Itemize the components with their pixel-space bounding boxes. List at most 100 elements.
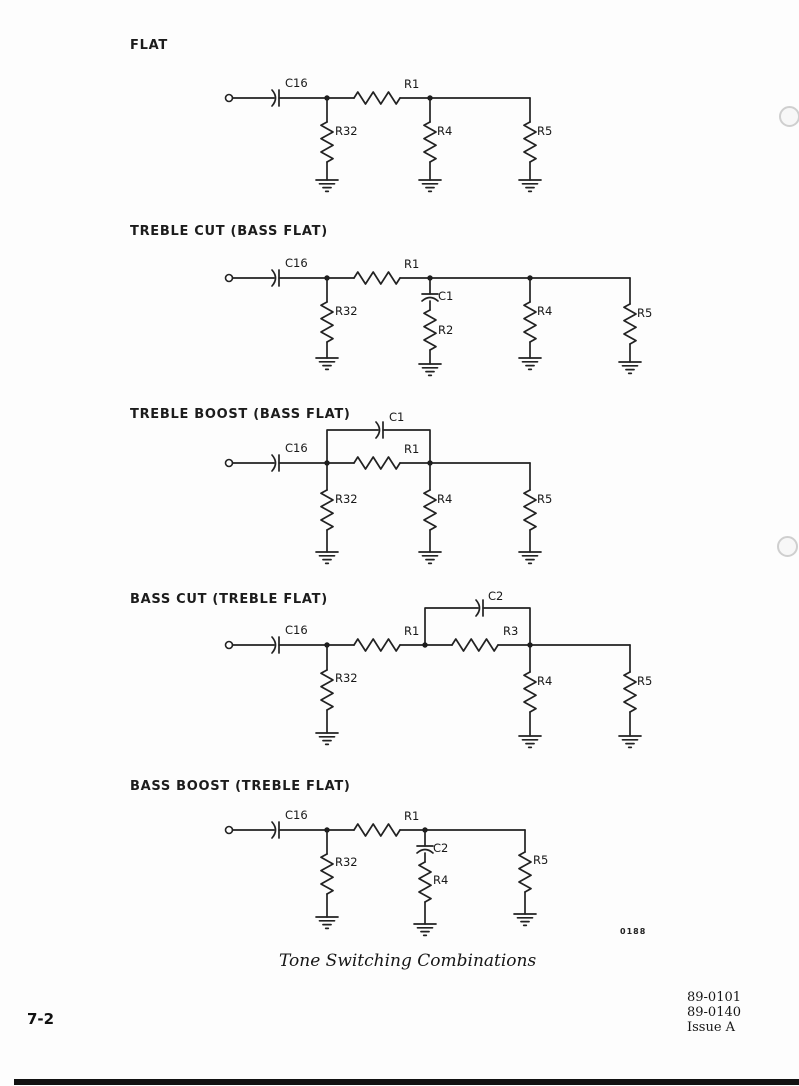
section-title-flat: FLAT bbox=[130, 38, 168, 53]
ground-icon bbox=[518, 551, 542, 565]
wire bbox=[326, 429, 379, 464]
resistor-r1-icon bbox=[353, 91, 401, 105]
wire bbox=[424, 607, 479, 646]
label-c2: C2 bbox=[433, 841, 448, 855]
label-r1: R1 bbox=[404, 257, 419, 271]
input-terminal bbox=[224, 640, 234, 650]
label-r32: R32 bbox=[335, 124, 358, 138]
resistor-r32-icon bbox=[320, 853, 334, 895]
ground-icon bbox=[518, 735, 542, 749]
doc-number-2: 89-0140 bbox=[687, 1005, 742, 1020]
resistor-r5-icon bbox=[523, 121, 537, 163]
resistor-r5-icon bbox=[518, 851, 532, 893]
resistor-r4-icon bbox=[523, 671, 537, 713]
section-title-bass-cut: BASS CUT (TREBLE FLAT) bbox=[130, 592, 328, 607]
resistor-r32-icon bbox=[320, 301, 334, 343]
resistor-r4-icon bbox=[523, 301, 537, 343]
ground-icon bbox=[315, 551, 339, 565]
label-r3: R3 bbox=[503, 624, 518, 638]
section-title-treble-boost: TREBLE BOOST (BASS FLAT) bbox=[130, 407, 351, 422]
ground-icon bbox=[518, 179, 542, 193]
label-r5: R5 bbox=[537, 492, 552, 506]
ground-icon bbox=[315, 916, 339, 930]
label-r32: R32 bbox=[335, 855, 358, 869]
doc-number-block: 89-0101 89-0140 Issue A bbox=[687, 990, 741, 1035]
capacitor-c1-icon bbox=[421, 293, 439, 302]
figure-code: 0188 bbox=[620, 927, 647, 936]
label-c16: C16 bbox=[285, 623, 308, 637]
label-r4: R4 bbox=[433, 873, 448, 887]
doc-number-1: 89-0101 bbox=[687, 990, 742, 1005]
scan-edge-artifact bbox=[14, 1079, 799, 1085]
resistor-r32-icon bbox=[320, 121, 334, 163]
figure-caption: Tone Switching Combinations bbox=[279, 951, 537, 971]
label-r1: R1 bbox=[404, 77, 419, 91]
label-r1: R1 bbox=[404, 809, 419, 823]
label-r32: R32 bbox=[335, 492, 358, 506]
circuit-diagram-bass-boost: C16 R1 C2 R4 R32 R5 bbox=[224, 808, 548, 937]
resistor-r1-icon bbox=[353, 456, 401, 470]
resistor-r5-icon bbox=[523, 489, 537, 531]
ground-icon bbox=[413, 923, 437, 937]
resistor-r4-icon bbox=[423, 489, 437, 531]
resistor-r5-icon bbox=[623, 303, 637, 345]
resistor-r2-icon bbox=[423, 309, 437, 351]
resistor-r1-icon bbox=[353, 823, 401, 837]
ground-icon bbox=[618, 361, 642, 375]
circuit-diagram-bass-cut: C16 R1 C2 R3 R32 R4 R5 bbox=[224, 589, 652, 749]
ground-icon bbox=[418, 551, 442, 565]
label-c16: C16 bbox=[285, 808, 308, 822]
label-r32: R32 bbox=[335, 304, 358, 318]
label-r1: R1 bbox=[404, 624, 419, 638]
input-terminal bbox=[224, 93, 234, 103]
label-r32: R32 bbox=[335, 671, 358, 685]
label-r5: R5 bbox=[537, 124, 552, 138]
ground-icon bbox=[315, 179, 339, 193]
ground-icon bbox=[418, 179, 442, 193]
resistor-r32-icon bbox=[320, 669, 334, 711]
label-r5: R5 bbox=[533, 853, 548, 867]
capacitor-c2-icon bbox=[416, 845, 434, 854]
resistor-r3-icon bbox=[451, 638, 499, 652]
section-title-bass-boost: BASS BOOST (TREBLE FLAT) bbox=[130, 779, 351, 794]
label-c1: C1 bbox=[389, 410, 404, 424]
issue-label: Issue A bbox=[687, 1020, 736, 1035]
section-title-treble-cut: TREBLE CUT (BASS FLAT) bbox=[130, 224, 328, 239]
label-c1: C1 bbox=[438, 289, 453, 303]
label-r4: R4 bbox=[437, 124, 452, 138]
junction-dot bbox=[422, 642, 428, 648]
resistor-r4-icon bbox=[418, 861, 432, 903]
wire bbox=[382, 429, 431, 464]
input-terminal bbox=[224, 458, 234, 468]
page-number: 7-2 bbox=[27, 1010, 55, 1028]
label-r4: R4 bbox=[537, 674, 552, 688]
label-c16: C16 bbox=[285, 76, 308, 90]
resistor-r5-icon bbox=[623, 671, 637, 713]
label-r4: R4 bbox=[437, 492, 452, 506]
resistor-r1-icon bbox=[353, 271, 401, 285]
ground-icon bbox=[518, 357, 542, 371]
ground-icon bbox=[618, 735, 642, 749]
wire bbox=[482, 607, 531, 646]
label-r5: R5 bbox=[637, 306, 652, 320]
label-r5: R5 bbox=[637, 674, 652, 688]
input-terminal bbox=[224, 273, 234, 283]
ground-icon bbox=[513, 913, 537, 927]
label-r4: R4 bbox=[537, 304, 552, 318]
label-c16: C16 bbox=[285, 256, 308, 270]
label-r2: R2 bbox=[438, 323, 453, 337]
ground-icon bbox=[418, 363, 442, 377]
label-c16: C16 bbox=[285, 441, 308, 455]
ground-icon bbox=[315, 732, 339, 746]
hole-punch bbox=[779, 106, 799, 127]
ground-icon bbox=[315, 357, 339, 371]
circuit-diagram-treble-cut: C16 R1 C1 R2 R32 R4 R5 bbox=[224, 256, 652, 377]
label-c2: C2 bbox=[488, 589, 503, 603]
circuit-diagram-flat: C16 R1 R32 R4 R5 bbox=[224, 76, 552, 193]
resistor-r1-icon bbox=[353, 638, 401, 652]
hole-punch bbox=[777, 536, 798, 557]
label-r1: R1 bbox=[404, 442, 419, 456]
circuit-diagram-treble-boost: C16 C1 R1 R32 R4 R5 bbox=[224, 410, 552, 565]
resistor-r4-icon bbox=[423, 121, 437, 163]
resistor-r32-icon bbox=[320, 489, 334, 531]
